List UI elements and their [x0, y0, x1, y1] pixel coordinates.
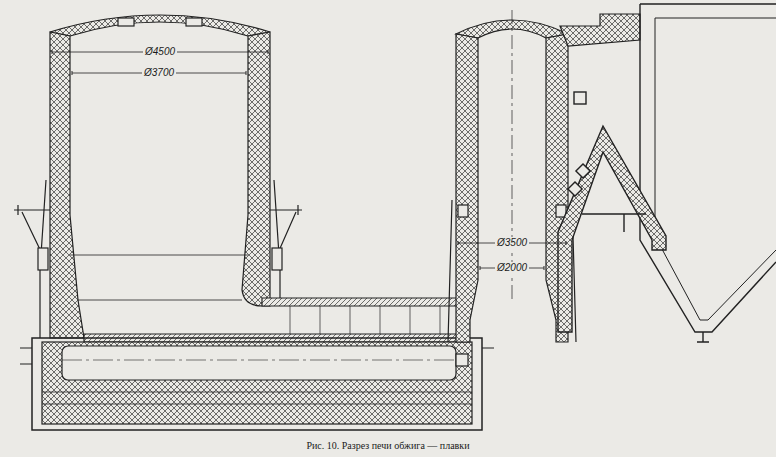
dimension-lines	[52, 52, 566, 268]
hopper-outlet	[697, 332, 709, 342]
waste-heat-boiler	[558, 4, 776, 342]
bath-lining	[42, 342, 472, 424]
arch-beam	[582, 214, 646, 232]
channel-roof	[262, 298, 462, 306]
bath-axis	[62, 360, 456, 361]
hearth-bath	[20, 338, 494, 430]
figure-caption: Рис. 10. Разрез печи обжига — плавки	[306, 440, 469, 452]
roof-port	[186, 18, 202, 26]
bath-layer	[42, 392, 472, 404]
dimension-label: Ø4500	[143, 46, 177, 58]
arch-wall	[558, 126, 666, 332]
shaft-shell	[274, 180, 280, 298]
lining-seam	[290, 306, 440, 334]
dimension-label: Ø3700	[142, 67, 176, 79]
boiler-casing	[640, 4, 776, 332]
bath-nozzle	[20, 348, 494, 364]
bath-casing	[32, 338, 482, 430]
dimension-label: Ø2000	[495, 262, 529, 274]
inspection-port	[568, 182, 582, 196]
roof-port	[118, 18, 134, 26]
uptake-duct	[560, 14, 640, 46]
right-shaft	[448, 10, 640, 342]
center-line	[512, 10, 513, 300]
wall-port	[458, 205, 468, 217]
dimension-label: Ø3500	[495, 237, 529, 249]
shaft-line	[70, 255, 248, 256]
shaft-wall	[242, 32, 270, 306]
bath-tap	[456, 354, 468, 366]
boiler-casing	[655, 18, 776, 320]
inspection-port	[576, 164, 590, 178]
shaft-roof	[50, 15, 270, 36]
shaft-wall	[456, 34, 478, 342]
inspection-port	[574, 92, 586, 104]
shaft-wall	[50, 32, 84, 338]
bath-cavity	[62, 346, 456, 380]
support-lug	[38, 248, 48, 270]
shaft-line	[78, 300, 242, 301]
flue-channel	[84, 298, 462, 342]
left-shaft	[14, 15, 302, 338]
support-lug	[272, 248, 282, 270]
